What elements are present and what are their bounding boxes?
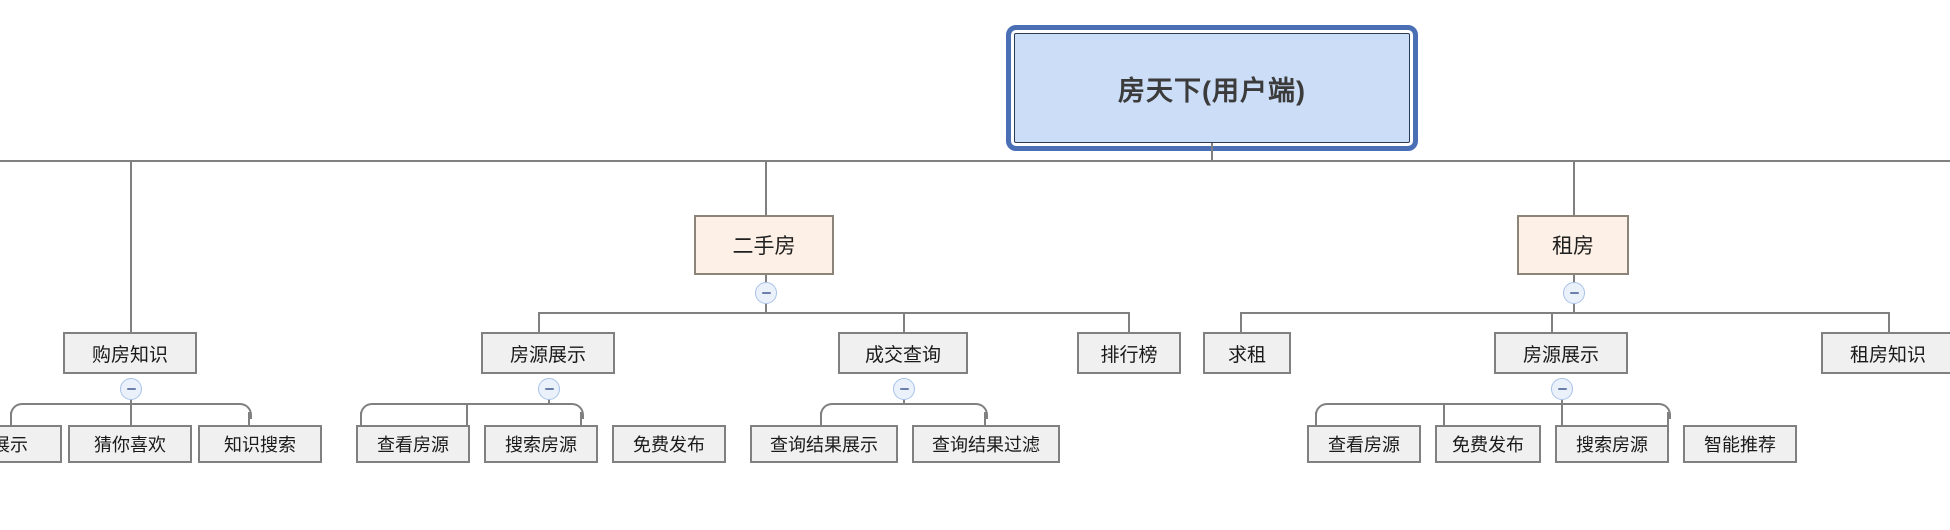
connector-rail-ld-rent: [1327, 403, 1657, 405]
connector-stem-secondhand: [765, 301, 767, 312]
connector-drop-rent: [1573, 160, 1575, 215]
node-seek-rent[interactable]: 求租: [1203, 332, 1291, 374]
node-secondhand[interactable]: 二手房: [694, 215, 834, 275]
toggle-deal-query[interactable]: [893, 378, 915, 400]
connector-leg-ldr-1: [1315, 412, 1317, 425]
connector-leg-rent-3: [1888, 312, 1890, 332]
collapse-minus-icon: [899, 388, 909, 390]
connector-elbow-right-dq: [972, 403, 988, 419]
connector-stem-rent-top: [1573, 275, 1575, 283]
connector-leg-ldr-3: [1561, 403, 1563, 425]
collapse-minus-icon: [544, 388, 554, 390]
root-node[interactable]: 房天下(用户端): [1006, 25, 1418, 151]
connector-elbow-right-buy-knowledge: [236, 403, 252, 419]
connector-leg-buy-1: [10, 412, 12, 425]
node-listing-display-secondhand[interactable]: 房源展示: [481, 332, 615, 374]
connector-leg-sh-1: [538, 312, 540, 332]
connector-leg-ldsh-2: [466, 403, 468, 425]
connector-leg-ldr-2: [1443, 403, 1445, 425]
connector-leg-ldsh-1: [360, 412, 362, 425]
collapse-minus-icon: [761, 292, 771, 294]
leaf-search-listing-rent[interactable]: 搜索房源: [1555, 425, 1669, 463]
leaf-search-listing-secondhand[interactable]: 搜索房源: [484, 425, 598, 463]
node-deal-query[interactable]: 成交查询: [838, 332, 968, 374]
leaf-free-publish-rent[interactable]: 免费发布: [1435, 425, 1541, 463]
collapse-minus-icon: [1557, 388, 1567, 390]
connector-rail-dq: [832, 403, 974, 405]
connector-stem-secondhand-top: [765, 275, 767, 283]
leaf-guess-you-like[interactable]: 猜你喜欢: [68, 425, 192, 463]
leaf-buy-knowledge-display[interactable]: 展示: [0, 425, 62, 463]
collapse-minus-icon: [126, 388, 136, 390]
connector-elbow-left-dq: [820, 403, 836, 419]
connector-elbow-right-ld-sh: [568, 403, 584, 419]
connector-elbow-right-ld-rent: [1655, 403, 1671, 419]
connector-leg-rent-1: [1240, 312, 1242, 332]
connector-rail-rent: [1240, 312, 1890, 314]
connector-drop-secondhand: [765, 160, 767, 215]
node-rent[interactable]: 租房: [1517, 215, 1629, 275]
toggle-listing-display-secondhand[interactable]: [538, 378, 560, 400]
leaf-query-result-filter[interactable]: 查询结果过滤: [912, 425, 1060, 463]
connector-leg-dq-1: [820, 412, 822, 425]
connector-main-rail: [0, 160, 1950, 162]
collapse-minus-icon: [1569, 292, 1579, 294]
toggle-secondhand[interactable]: [755, 282, 777, 304]
node-buy-knowledge[interactable]: 购房知识: [63, 332, 197, 374]
node-rent-knowledge[interactable]: 租房知识: [1821, 332, 1950, 374]
connector-rail-ld-sh: [372, 403, 570, 405]
connector-elbow-left-ld-sh: [360, 403, 376, 419]
toggle-listing-display-rent[interactable]: [1551, 378, 1573, 400]
connector-leg-buy-2: [130, 403, 132, 425]
leaf-free-publish-secondhand[interactable]: 免费发布: [612, 425, 726, 463]
leaf-smart-recommend[interactable]: 智能推荐: [1683, 425, 1797, 463]
toggle-rent[interactable]: [1563, 282, 1585, 304]
connector-stem-rent: [1573, 301, 1575, 312]
leaf-knowledge-search[interactable]: 知识搜索: [198, 425, 322, 463]
connector-elbow-left-ld-rent: [1315, 403, 1331, 419]
toggle-buy-knowledge[interactable]: [120, 378, 142, 400]
node-ranking[interactable]: 排行榜: [1077, 332, 1181, 374]
connector-leg-dq-2: [984, 412, 986, 425]
leaf-view-listing-rent[interactable]: 查看房源: [1307, 425, 1421, 463]
connector-leg-sh-3: [1128, 312, 1130, 332]
connector-drop-buy-knowledge: [130, 160, 132, 332]
connector-leg-sh-2: [903, 312, 905, 332]
node-listing-display-rent[interactable]: 房源展示: [1494, 332, 1628, 374]
leaf-view-listing-secondhand[interactable]: 查看房源: [356, 425, 470, 463]
connector-leg-ldr-4: [1667, 412, 1669, 425]
leaf-query-result-display[interactable]: 查询结果展示: [750, 425, 898, 463]
connector-leg-buy-3: [248, 412, 250, 425]
connector-leg-rent-2: [1551, 312, 1553, 332]
connector-leg-ldsh-3: [580, 412, 582, 425]
connector-root-stem: [1211, 143, 1213, 162]
connector-rail-secondhand: [538, 312, 1130, 314]
connector-elbow-left-buy-knowledge: [10, 403, 26, 419]
